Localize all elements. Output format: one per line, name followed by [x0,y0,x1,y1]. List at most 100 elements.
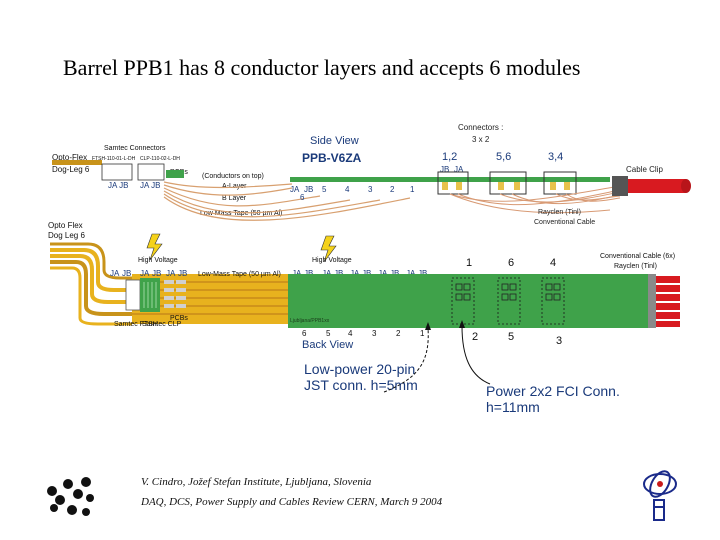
inner-number: 6 [302,329,307,338]
conventional-cable-6x-label: Conventional Cable (6x) [600,253,675,260]
side-connector-56 [489,171,527,195]
jack-label: JA [166,269,176,278]
power-conn-arrowhead [459,320,465,328]
back-optoflex-label: Opto Flex [48,221,83,230]
low-power-arrowhead [425,322,431,330]
side-module-4: 4 [345,185,350,194]
inner-number: 4 [348,329,353,338]
side-red-cable [628,179,686,193]
back-pcbs-label: PCBs [170,315,188,322]
side-optoflex-strip [52,160,102,165]
back-samtec-clp [140,278,160,312]
side-connector-34 [543,171,577,195]
power-conn-label-1: Power 2x2 FCI Conn. [486,383,620,399]
side-conn-pin [456,182,462,190]
back-jack-row-left: JA JB JA JB JA JB [110,269,187,278]
side-module-ja: JA [290,185,300,194]
a-layer-label: A-Layer [222,183,247,190]
side-dogleg-label: Dog-Leg 6 [52,165,90,174]
side-fanout-wires [163,181,411,221]
rayclen-label: Rayclen (Tinl) [538,209,581,216]
back-jack-row-right: JA JB JA JB JA JB JA JB JA JB [292,269,427,278]
b-layer-label: B Layer [222,195,247,202]
high-voltage-bolt-icon [320,235,337,263]
side-optoflex-label: Opto-Flex [52,153,87,162]
back-top-number-6: 6 [508,257,514,269]
back-top-number-4: 4 [550,257,556,269]
low-power-label-1: Low-power 20-pin [304,361,415,377]
atlas-logo [643,470,677,521]
side-conn-pin [550,182,556,190]
side-module-1: 1 [410,185,415,194]
samtec-clp-label: Samtec CLP [142,321,182,328]
side-top-number-12: 1,2 [442,151,457,163]
annotations: Low-power 20-pin JST conn. h=5mm Power 2… [304,320,620,415]
ppb1-board [288,274,648,328]
slide-title: Barrel PPB1 has 8 conductor layers and a… [63,55,581,80]
footer: V. Cindro, Jožef Stefan Institute, Ljubl… [141,472,442,512]
footer-line-meeting: DAQ, DCS, Power Supply and Cables Review… [141,496,443,508]
side-conn-pin [498,182,504,190]
institute-logo [47,477,94,516]
side-conn-pin [442,182,448,190]
side-top-number-34: 3,4 [548,151,563,163]
inner-number: 2 [396,329,401,338]
side-low-mass-tape: Low Mass Tape (50 µm Al) [200,210,283,217]
side-view-heading: Side View [310,135,359,147]
back-bottom-number-3: 3 [556,335,562,347]
jack-label: JB [178,269,187,278]
conventional-cable-label: Conventional Cable [534,219,595,226]
cable-clip-label: Cable Clip [626,165,663,174]
conventional-cables [648,274,680,328]
side-module-2: 2 [390,185,395,194]
side-wire-bundle [449,185,621,214]
samtec-connectors-label: Samtec Connectors [104,145,166,152]
rayclen-tinl-label: Rayclen (Tinl) [614,263,657,270]
jack-label: JA [378,269,388,278]
back-inner-bottom-row: 6 5 4 3 2 1 [302,329,425,338]
high-voltage-label-right: High Voltage [312,257,352,264]
back-view: Opto Flex Dog Leg 6 [48,221,680,351]
jack-label: JA [350,269,360,278]
jack-label: JA [292,269,302,278]
jack-label: JA [110,269,120,278]
side-top-number-56: 5,6 [496,151,511,163]
board-tag: Ljubljana/PPB1xx [290,318,330,324]
back-bottom-number-2: 2 [472,331,478,343]
jack-label: JB [334,269,343,278]
side-samtec-ftsh [101,163,133,181]
back-bottom-number-5: 5 [508,331,514,343]
back-pcb-pads [164,280,186,308]
conductors-note: (Conductors on top) [202,173,264,180]
connectors-count: 3 x 2 [472,135,490,144]
inner-number: 3 [372,329,377,338]
side-module-row: JA JB 5 4 3 2 1 6 [290,185,415,202]
jack-label: JA [406,269,416,278]
side-jajb-right: JA JB [140,181,160,190]
samtec-part-clp: CLP-110-02-L-DH [140,156,180,162]
side-top-jack-ja: JA [454,165,464,174]
board-conn-pads [455,283,561,301]
jack-label: JB [122,269,131,278]
opto-flex-dogleg [50,242,132,326]
footer-line-author: V. Cindro, Jožef Stefan Institute, Ljubl… [141,476,372,488]
side-samtec-clp [137,163,165,181]
inner-number: 1 [420,329,425,338]
back-samtec-ftsh [125,279,141,311]
jack-label: JB [390,269,399,278]
side-red-cable-end [681,179,691,193]
jack-label: JB [418,269,427,278]
jack-label: JA [322,269,332,278]
board-connector-footprints [451,277,565,325]
jack-label: JB [304,269,313,278]
inner-number: 5 [326,329,331,338]
side-conn-pin [564,182,570,190]
cable-clip [612,176,628,196]
back-dogleg-label: Dog Leg 6 [48,231,85,240]
side-conn-pin [514,182,520,190]
samtec-ftsh-label: Samtec FTSH [114,321,158,328]
board-name: PPB-V6ZA [302,151,362,165]
power-conn-label-2: h=11mm [486,399,540,415]
side-connector-12 [437,171,469,195]
back-clp-pins [143,282,157,308]
